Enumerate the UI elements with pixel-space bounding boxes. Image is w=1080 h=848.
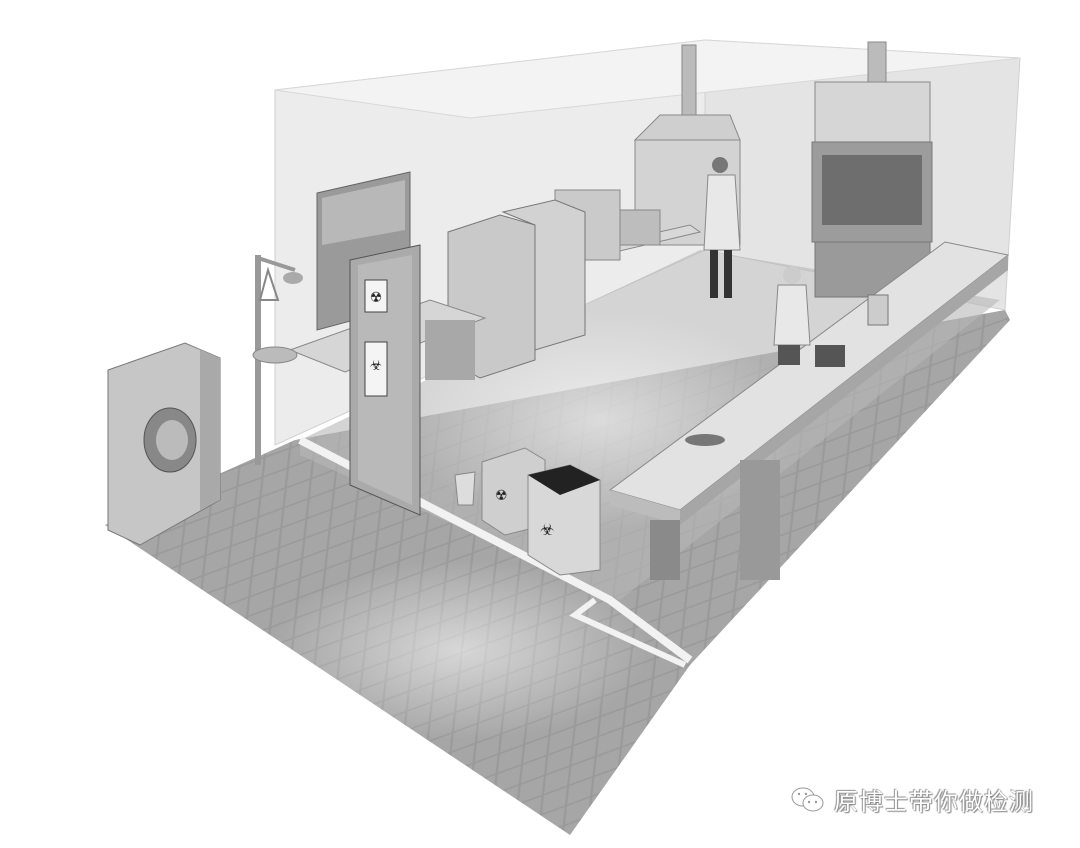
biohazard-sign [364, 341, 388, 397]
autoclave [107, 342, 221, 546]
safety-shower [252, 255, 303, 465]
tray [815, 345, 845, 367]
centrifuge [619, 209, 661, 246]
radiation-sign [364, 279, 388, 313]
svg-text:☣: ☣ [540, 522, 554, 539]
svg-text:☢: ☢ [495, 489, 508, 504]
lab-bench [608, 241, 1010, 580]
sink [685, 434, 725, 446]
watermark: 原博士带你做检测 [790, 782, 1034, 817]
fume-hood-right [811, 41, 933, 298]
scientist-seated [773, 266, 811, 365]
svg-text:☣: ☣ [370, 359, 383, 374]
svg-text:☢: ☢ [370, 291, 383, 306]
wechat-icon [791, 787, 824, 811]
watermark-text: 原博士带你做检测 [834, 788, 1034, 816]
scientist-standing [703, 157, 741, 298]
ceiling-edge [274, 39, 1021, 119]
entry-door: ☢ ☣ [349, 244, 421, 516]
waste-bins: ☢ ☣ [454, 447, 601, 576]
